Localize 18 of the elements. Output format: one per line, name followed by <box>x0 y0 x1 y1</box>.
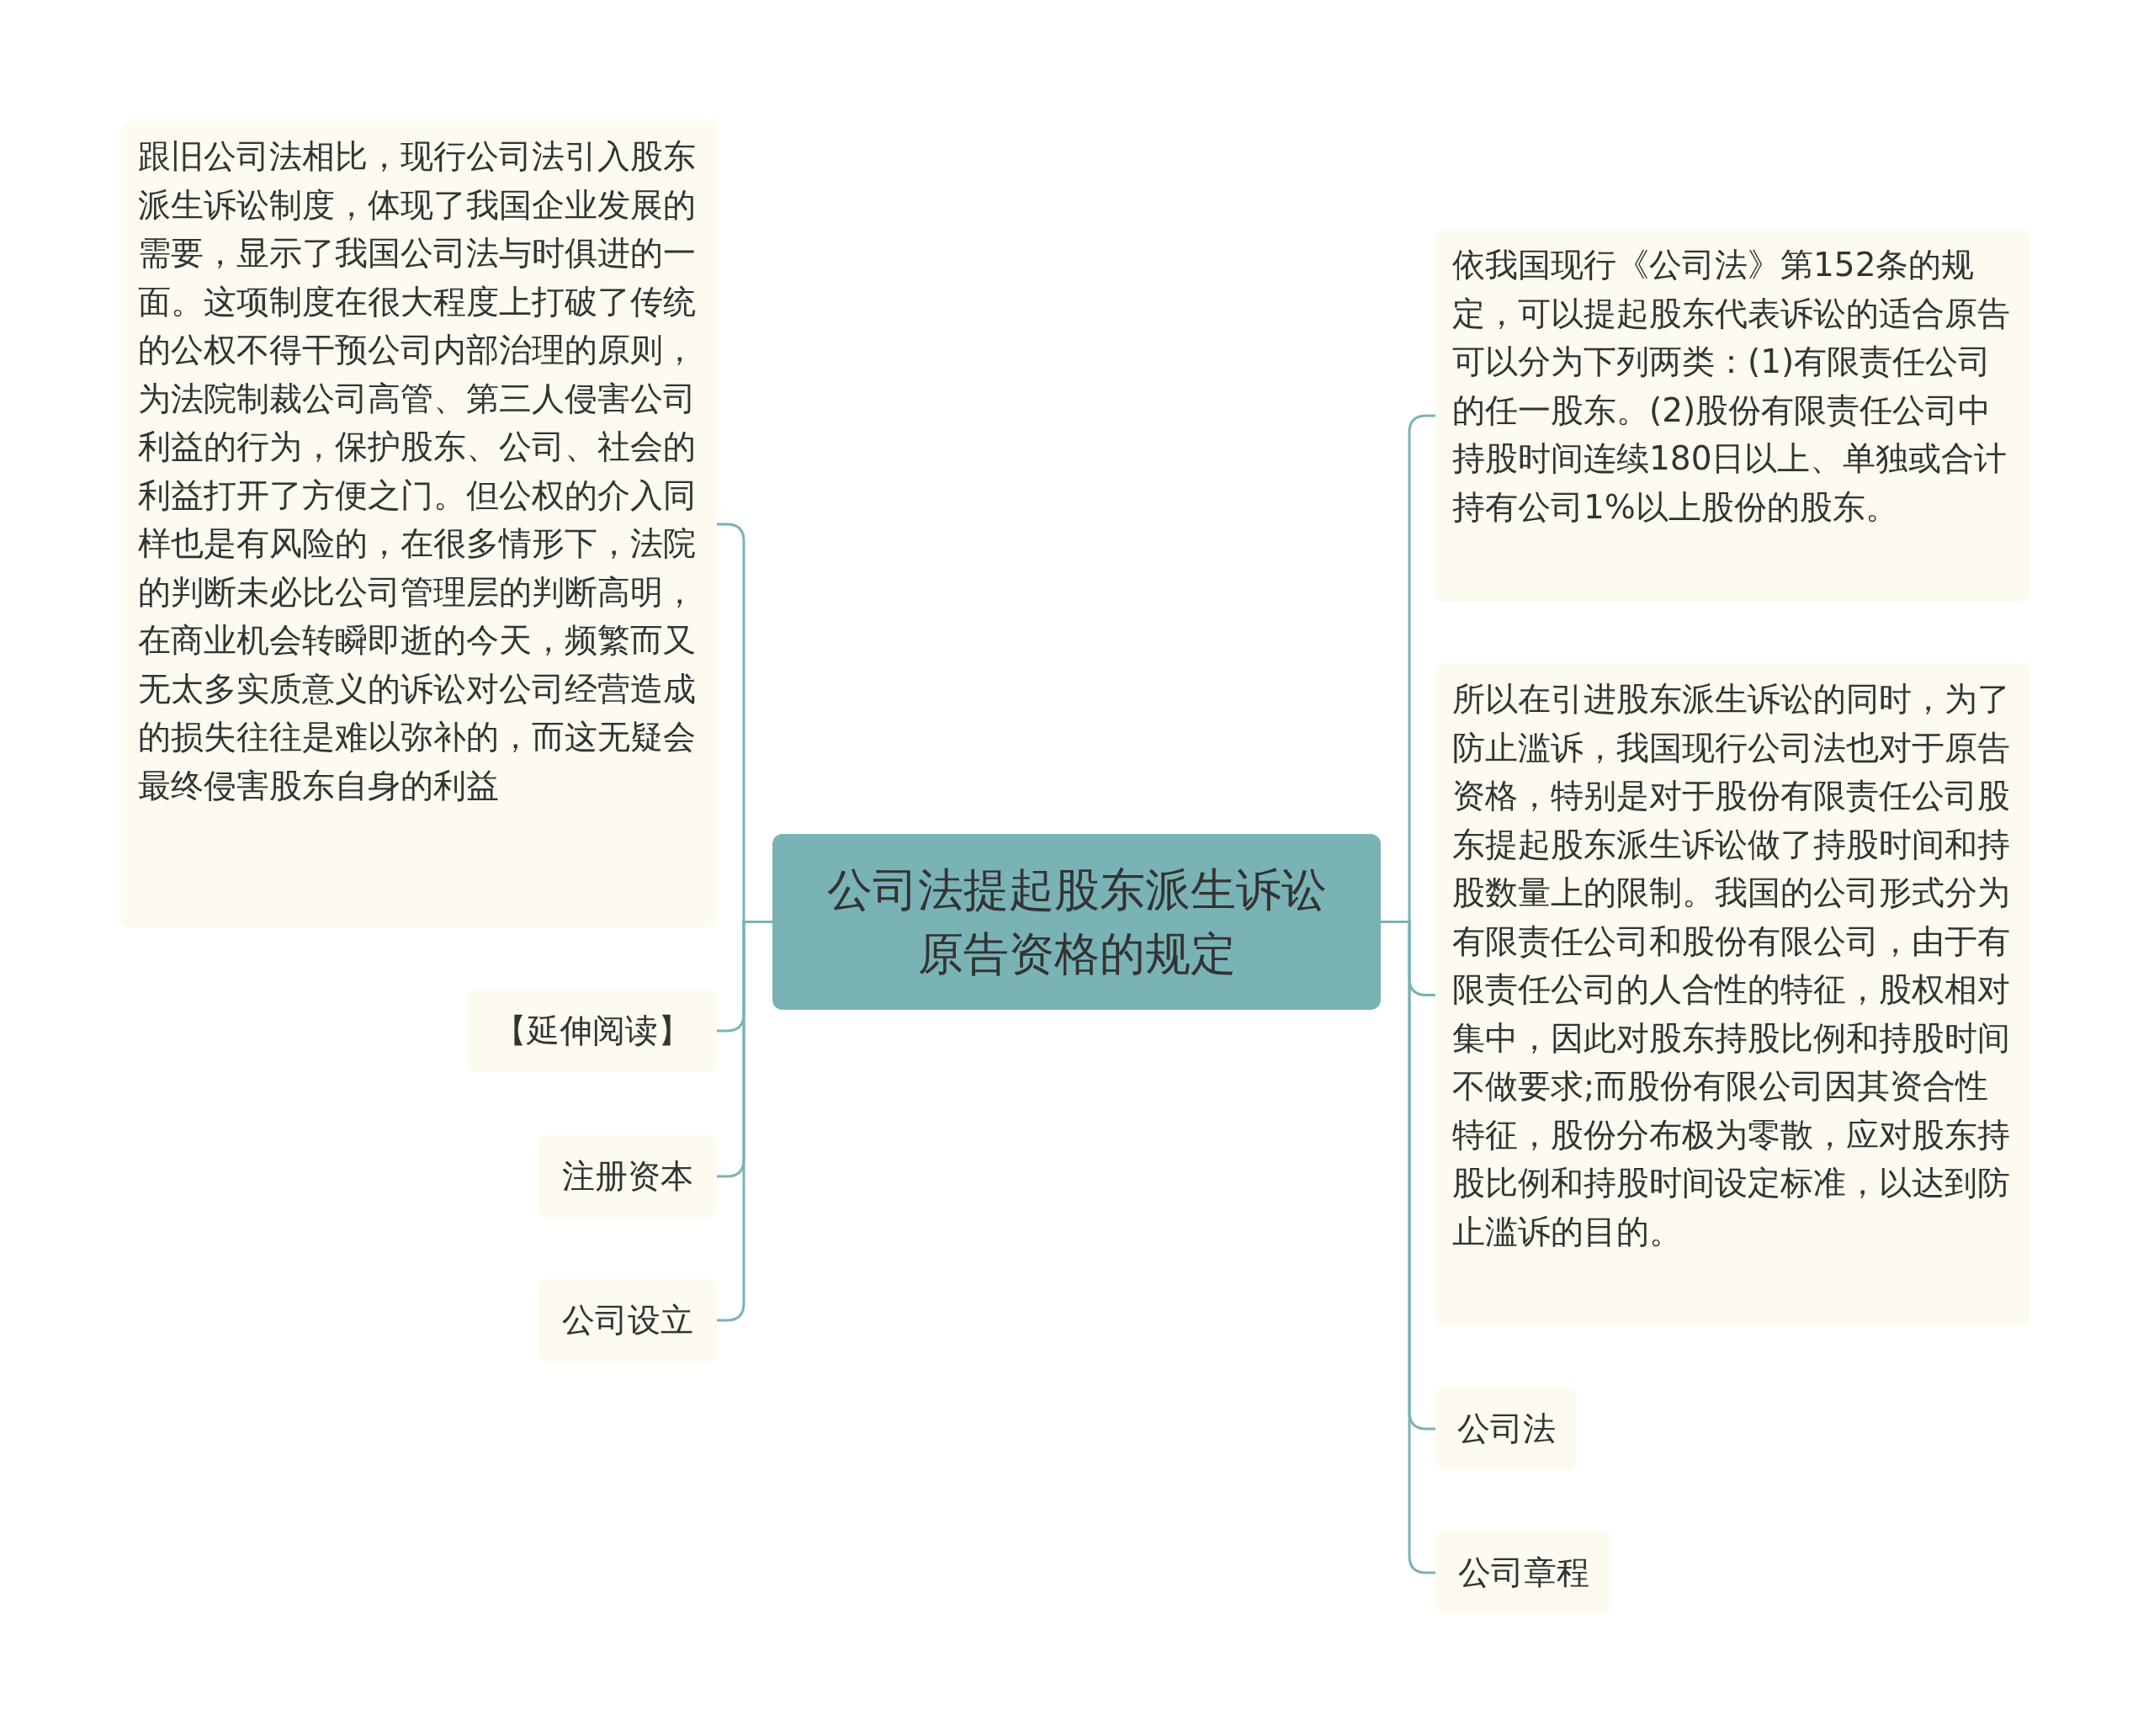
topic-text: 公司设立 <box>562 1300 693 1341</box>
topic-box <box>1435 1388 1577 1470</box>
topic-box <box>1435 1532 1611 1614</box>
central-topic-box <box>772 834 1381 1010</box>
topic-box <box>1435 664 2030 1326</box>
topic-text: 注册资本 <box>562 1156 693 1197</box>
topic-box <box>467 990 717 1072</box>
topic-text: 所以在引进股东派生诉讼的同时，为了防止滥诉，我国现行公司法也对于原告资格，特别是对于股份有限责任公司股东提起股东派生诉讼做了持股时间和持股数量上的限制。我国的公司形式分为有限责任公司和股份有限公司，由于有限责任公司的人合性的特征，股权相对集中，因此对股东持股比例和持股时间不做要求;而股份有限公司因其资合性特征，股份分布极为零散，应对股东持股比例和持股时间设定标准，以达到防止滥诉的目的。 <box>1452 680 2010 1250</box>
topic-box <box>121 121 717 927</box>
topic-text: 公司法提起股东派生诉讼原告资格的规定 <box>825 862 1328 982</box>
topic-text: 跟旧公司法相比，现行公司法引入股东派生诉讼制度，体现了我国企业发展的需要，显示了我国公司法与时俱进的一面。这项制度在很大程度上打破了传统的公权不得干预公司内部治理的原则，为法院制裁公司高管、第三人侵害公司利益的行为，保护股东、公司、社会的利益打开了方便之门。但公权的介入同样也是有风险的，在很多情形下，法院的判断未必比公司管理层的判断高明，在商业机会转瞬即逝的今天，频繁而又无太多实质意义的诉讼对公司经营造成的损失往往是难以弥补的，而这无疑会最终侵害股东自身的利益 <box>138 137 696 804</box>
topic-text: 依我国现行《公司法》第152条的规定，可以提起股东代表诉讼的适合原告可以分为下列两类：(1)有限责任公司的任一股东。(2)股份有限责任公司中持股时间连续180日以上、单独或合计持有公司1%以上股份的股东。 <box>1452 246 2010 526</box>
topic-text: 公司法 <box>1456 1409 1556 1450</box>
topic-box <box>538 1135 717 1218</box>
topic-text: 公司章程 <box>1457 1553 1589 1594</box>
topic-text: 【延伸阅读】 <box>493 1011 691 1052</box>
topic-box <box>1435 230 2030 602</box>
topic-box <box>538 1279 717 1362</box>
